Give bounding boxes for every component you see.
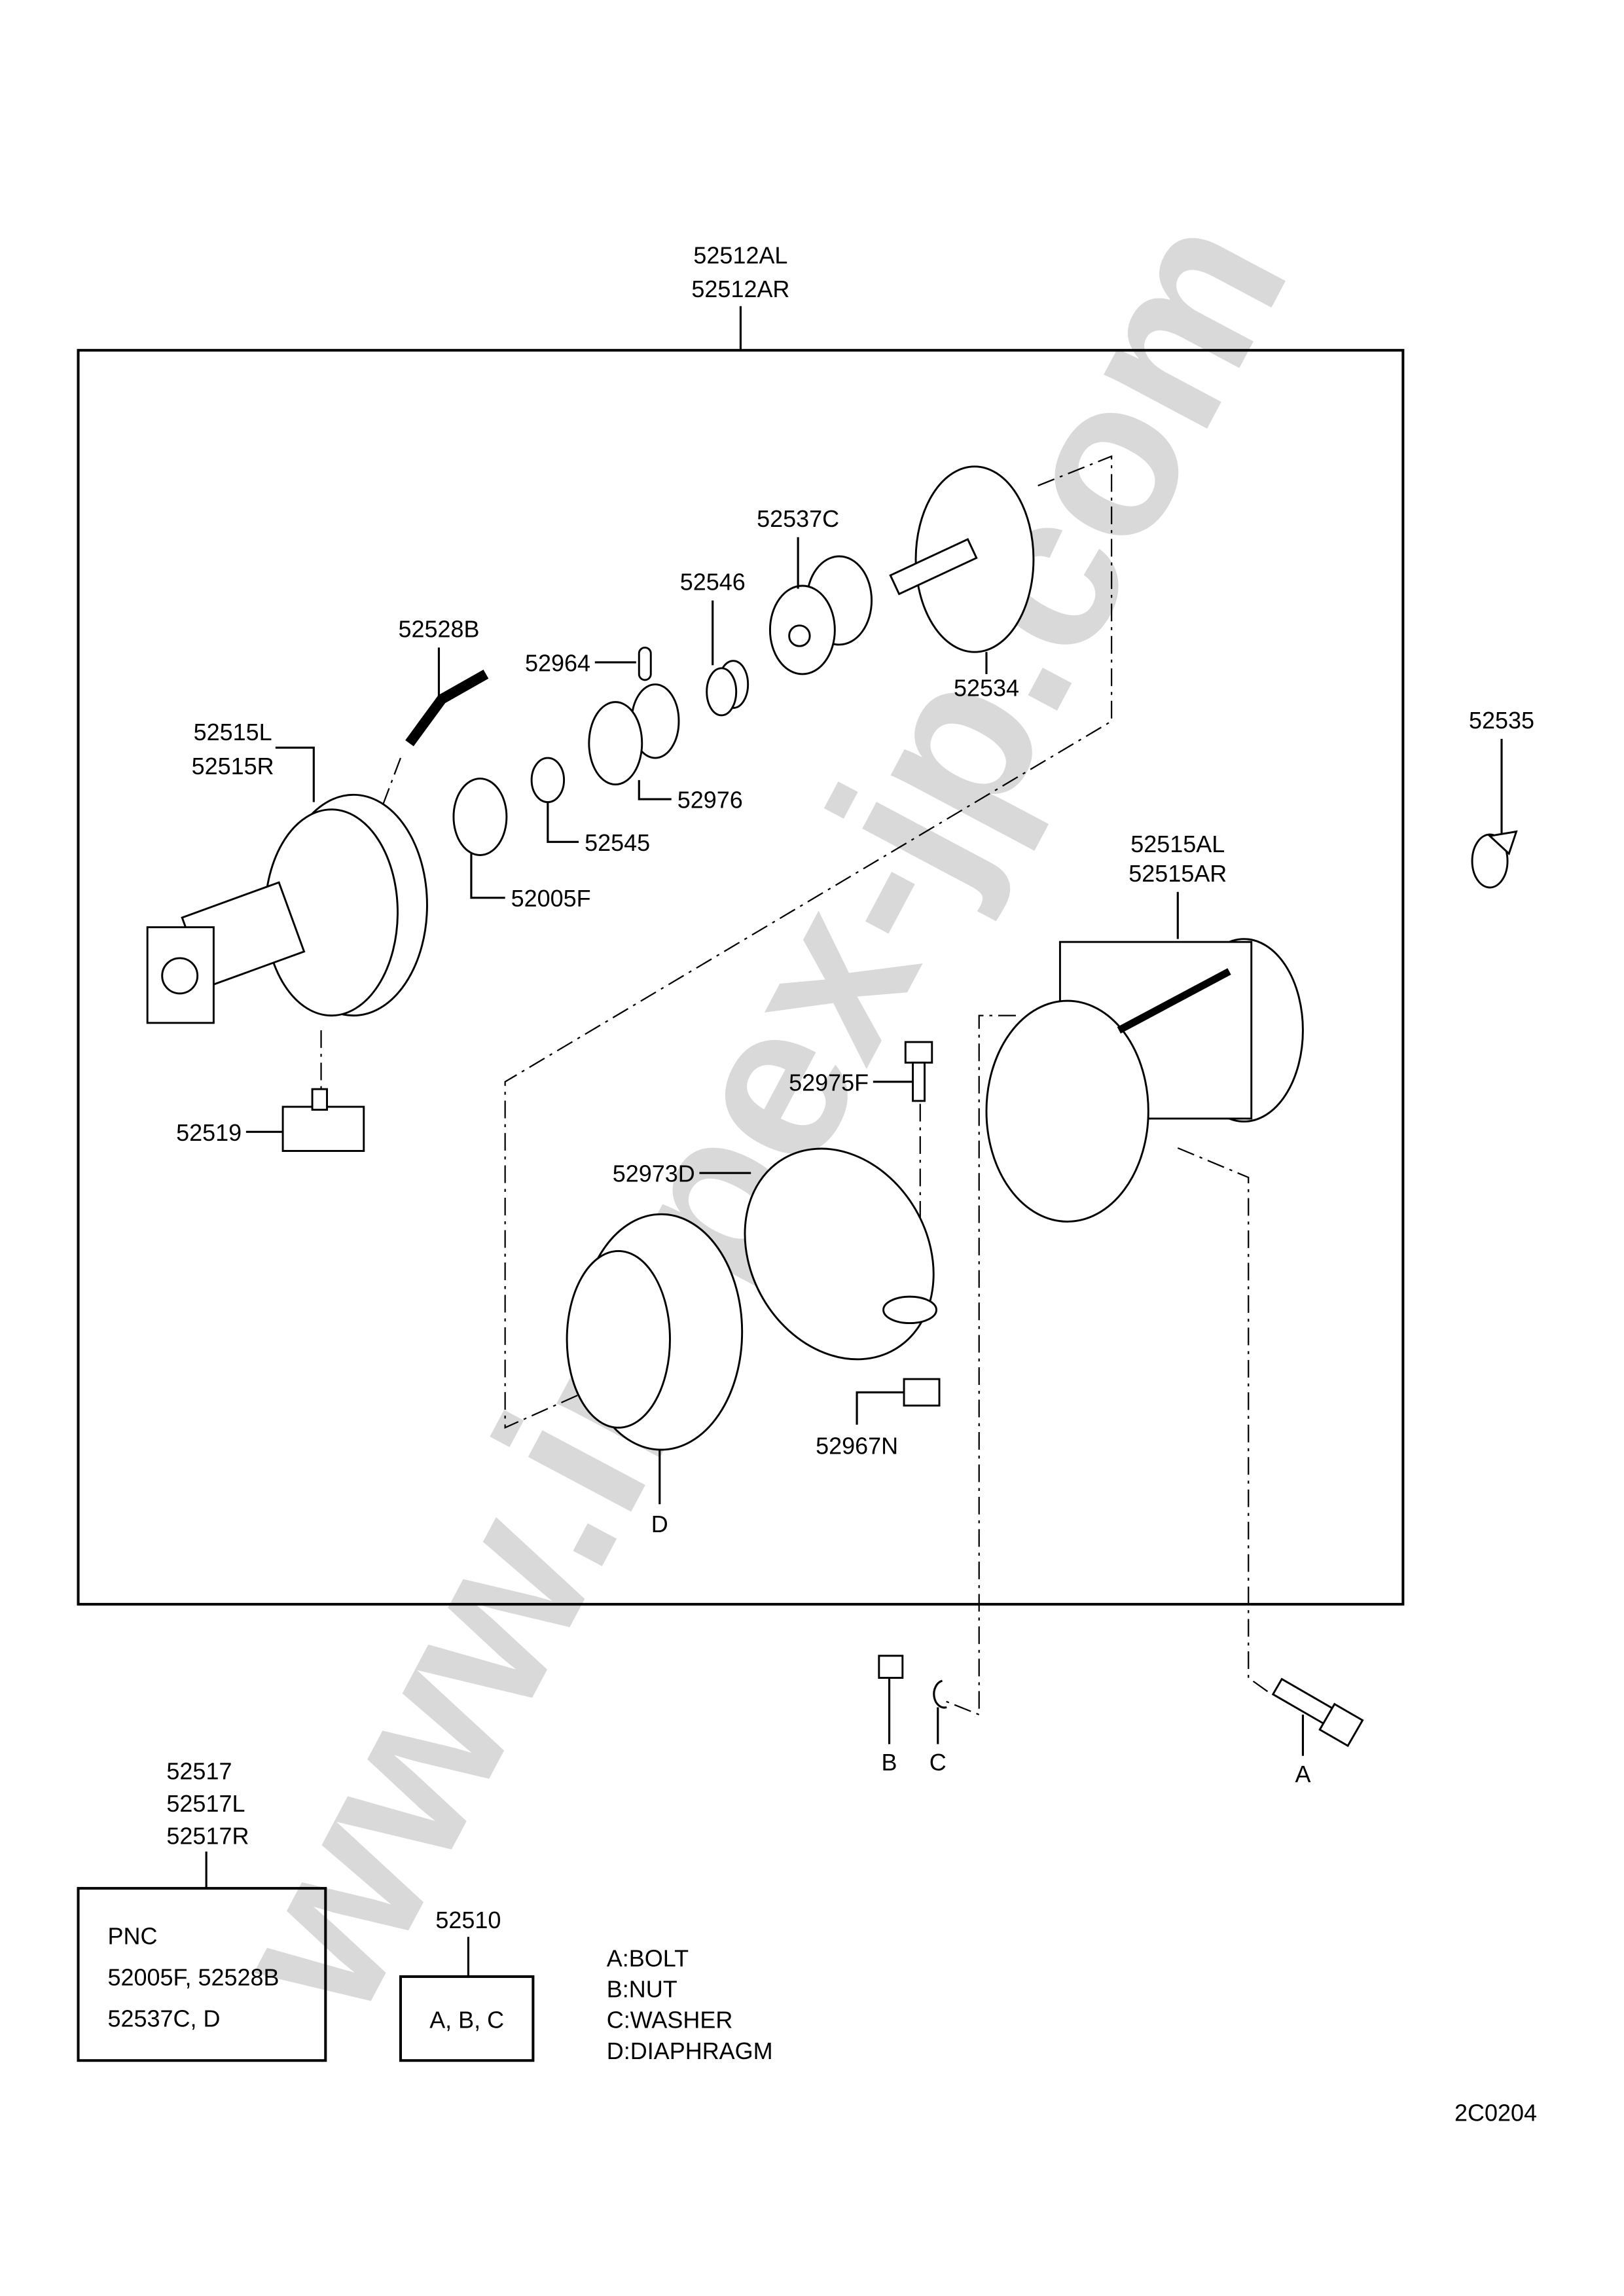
kit-pnc-line: 52537C, D (107, 2005, 220, 2032)
part-label-52964: 52964 (525, 649, 590, 676)
part-label-52534: 52534 (954, 675, 1019, 702)
assembly-box (77, 349, 1405, 1606)
part-label-52967N: 52967N (816, 1433, 898, 1460)
part-label-52975F: 52975F (789, 1069, 869, 1096)
block-52519[interactable] (281, 1088, 365, 1152)
body-52515[interactable] (146, 793, 428, 1024)
part-label-D: D (651, 1511, 668, 1537)
diaphragm-plate-52534[interactable] (889, 465, 1035, 653)
part-label-52515AR: 52515AR (1128, 860, 1227, 887)
part-label-52005F: 52005F (511, 885, 591, 912)
kit-label-52517R: 52517R (166, 1823, 249, 1850)
part-label-52546: 52546 (680, 569, 746, 596)
kit-box-52510 (399, 1975, 535, 2062)
group-label-1: 52512AL (693, 242, 787, 269)
kit-pnc-line: 52005F, 52528B (107, 1964, 279, 1991)
part-label-52519: 52519 (176, 1119, 242, 1146)
group-label-2: 52512AR (691, 276, 789, 302)
seal-52005F[interactable] (452, 778, 508, 856)
part-label-A: A (1295, 1761, 1310, 1787)
valve-body-52537C[interactable] (768, 555, 873, 675)
alignment-line (504, 455, 1113, 1429)
diaphragm-D[interactable] (566, 1213, 744, 1451)
part-label-52515R: 52515R (192, 753, 274, 780)
kit-label-52510: 52510 (435, 1907, 501, 1933)
kit-contents: A, B, C (429, 2007, 504, 2034)
part-label-52537C: 52537C (757, 505, 839, 532)
legend-item-a: A:BOLT (607, 1945, 689, 1971)
kit-label-52517: 52517 (166, 1758, 232, 1785)
nut-52967N[interactable] (903, 1378, 941, 1407)
housing-52515A[interactable] (985, 938, 1304, 1223)
bushing-52545[interactable] (530, 757, 566, 804)
part-label-C: C (929, 1749, 947, 1776)
bolt-A[interactable] (1271, 1677, 1364, 1748)
nut-B[interactable] (878, 1655, 904, 1679)
hose-52528B[interactable] (405, 670, 489, 747)
part-label-52545: 52545 (585, 829, 650, 856)
alignment-line (942, 1014, 1016, 1716)
kit-box-52517 (77, 1887, 327, 2062)
cap-52535[interactable] (1471, 830, 1518, 889)
alignment-line (1177, 1147, 1270, 1693)
part-label-52976: 52976 (677, 787, 743, 814)
part-label-52973D: 52973D (613, 1160, 695, 1187)
washer-C[interactable] (933, 1679, 947, 1709)
kit-pnc-heading: PNC (107, 1923, 157, 1950)
drawing-code: 2C0204 (1454, 2099, 1537, 2126)
piston-52976[interactable] (588, 683, 680, 786)
legend-item-b: B:NUT (607, 1976, 677, 2003)
legend-item-d: D:DIAPHRAGM (607, 2037, 773, 2064)
spring-52546[interactable] (706, 660, 749, 717)
part-label-B: B (882, 1749, 897, 1776)
pin-52964[interactable] (638, 646, 652, 681)
clamp-52973D[interactable] (708, 1114, 971, 1393)
part-label-52535: 52535 (1469, 707, 1534, 734)
legend-item-c: C:WASHER (607, 2007, 733, 2034)
kit-label-52517L: 52517L (166, 1790, 245, 1817)
part-label-52528B: 52528B (398, 616, 479, 643)
part-label-52515L: 52515L (194, 719, 272, 745)
part-label-52515AL: 52515AL (1130, 831, 1225, 857)
